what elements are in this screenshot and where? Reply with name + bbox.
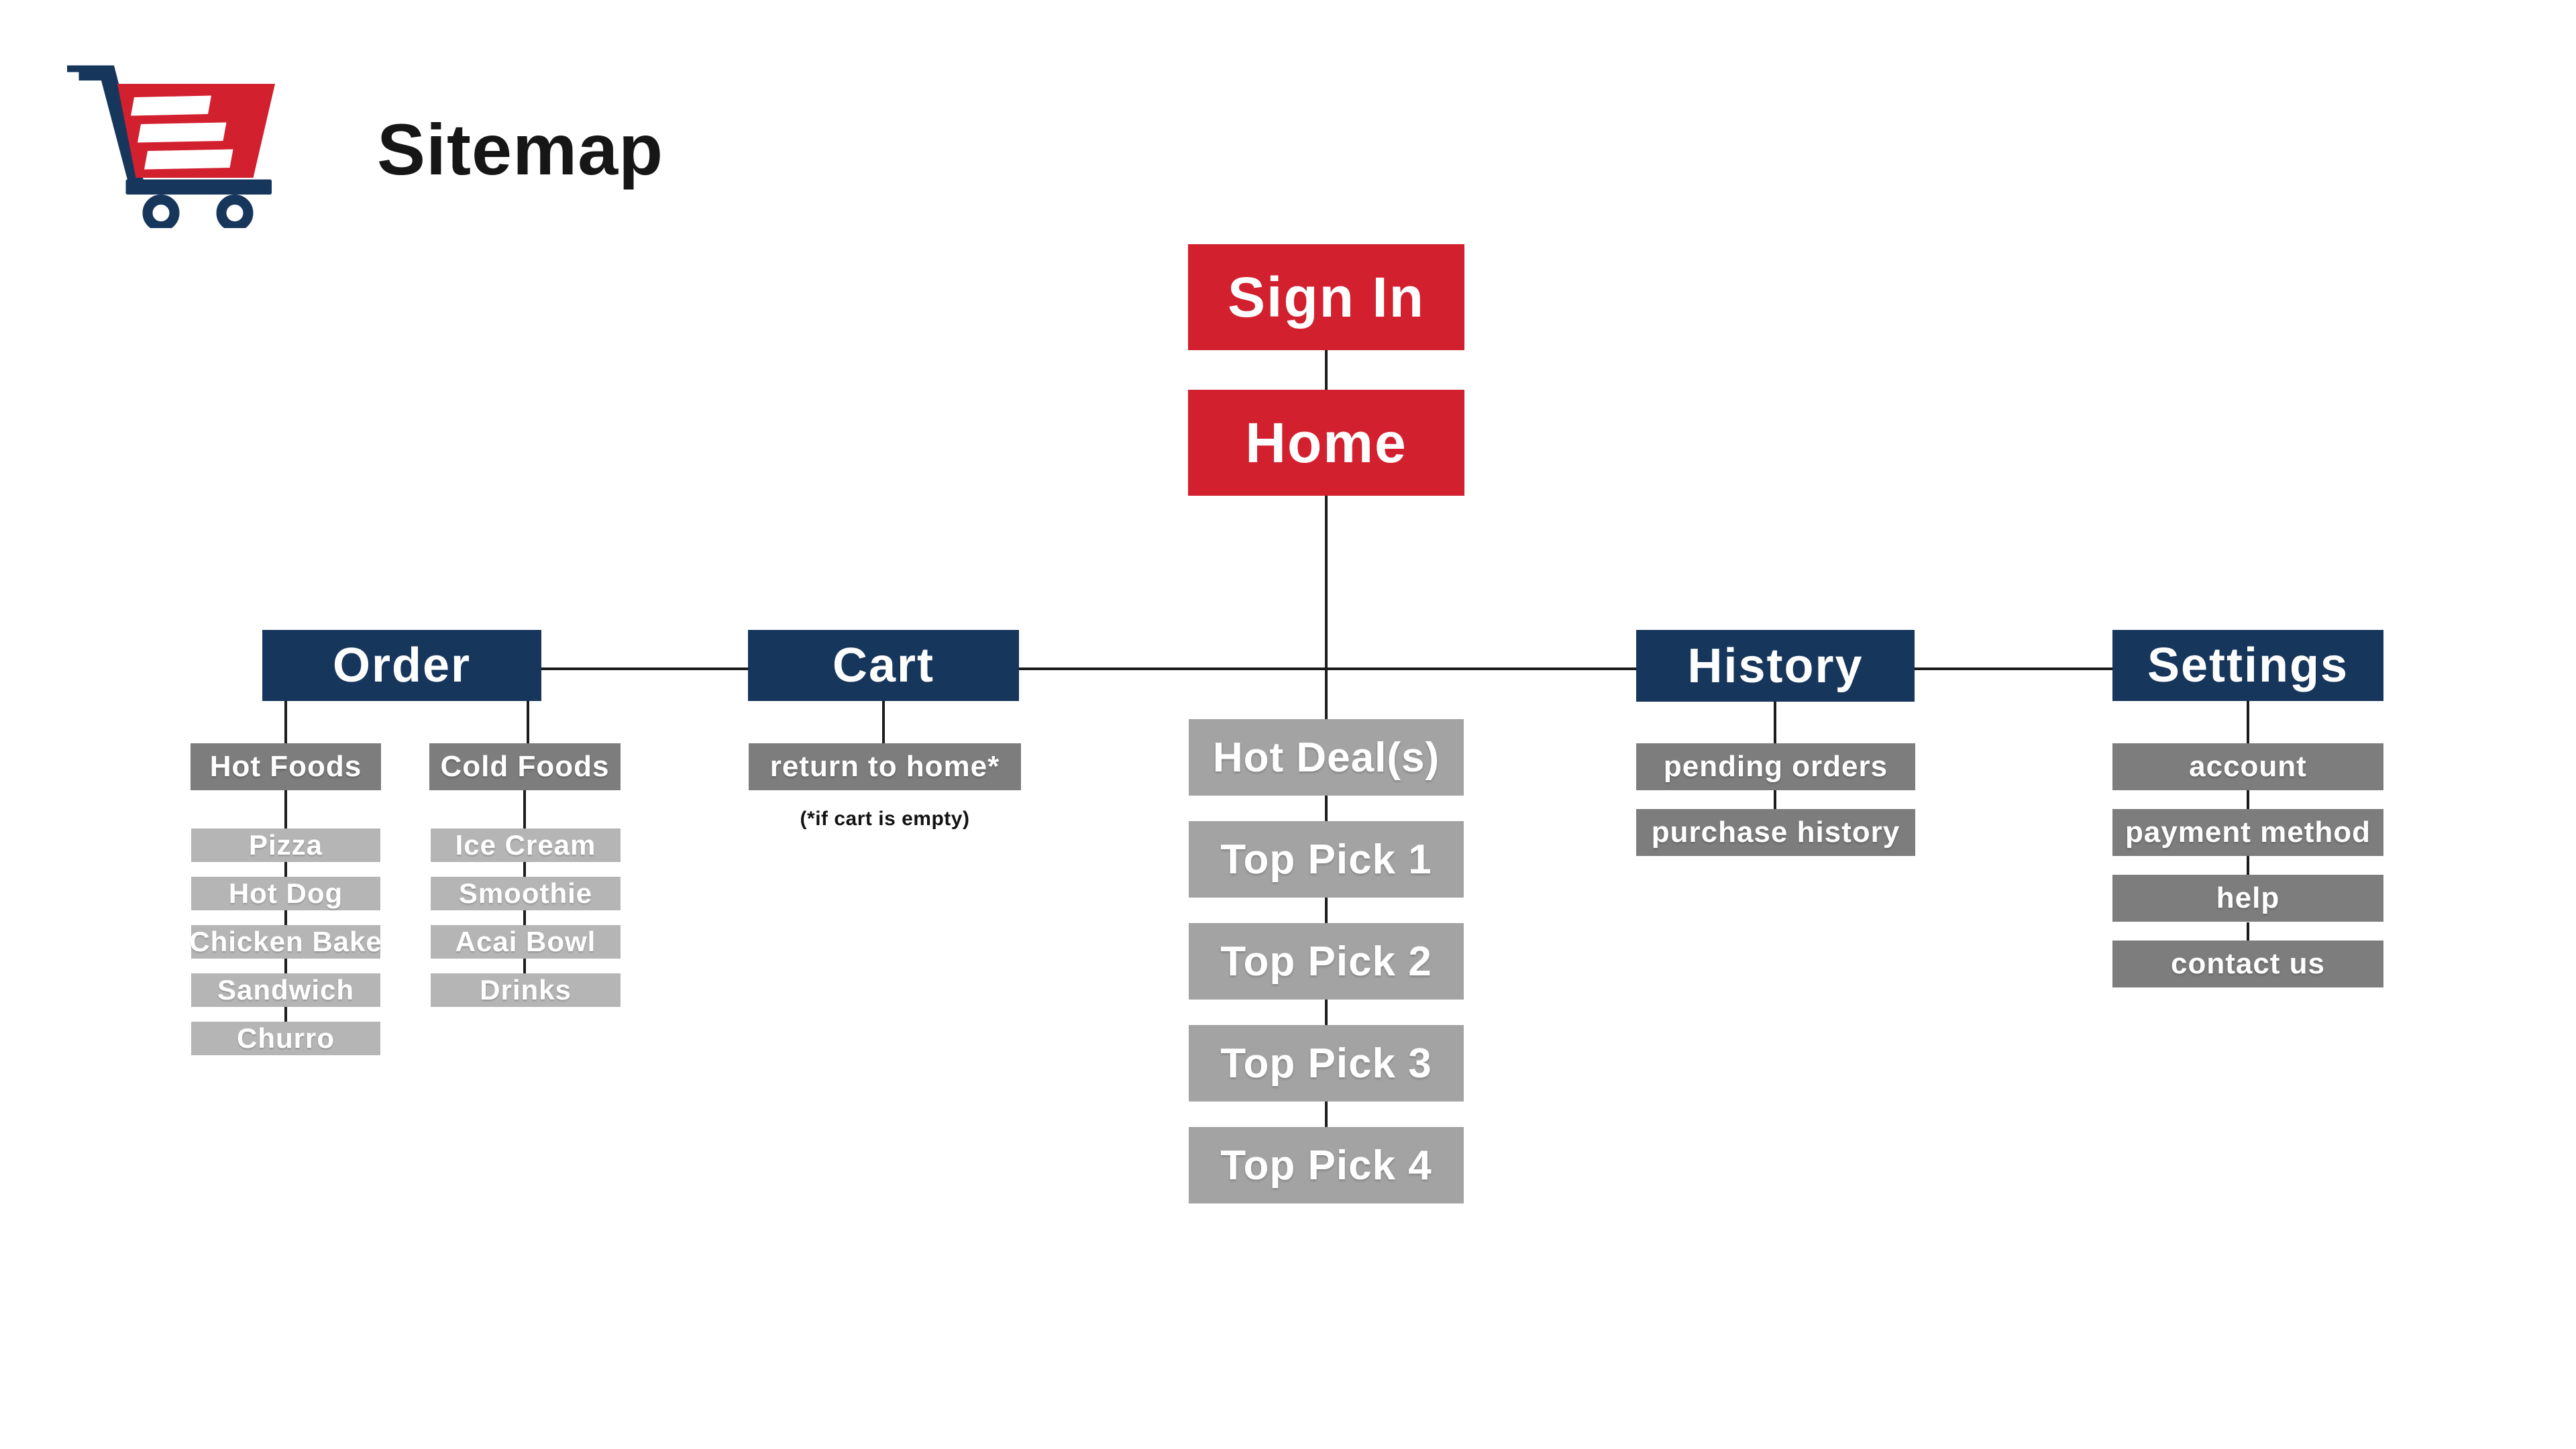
connector-line xyxy=(523,959,526,973)
node-account: account xyxy=(2112,743,2383,790)
connector-line xyxy=(2247,701,2249,743)
connector-line xyxy=(541,667,748,670)
connector-line xyxy=(1019,667,1636,670)
connector-line xyxy=(523,910,526,925)
connector-line xyxy=(1774,702,1776,743)
connector-line xyxy=(2247,790,2249,809)
node-churro: Churro xyxy=(191,1022,380,1055)
cart-icon xyxy=(67,65,275,228)
node-pending-orders: pending orders xyxy=(1636,743,1915,790)
connector-line xyxy=(284,959,287,973)
node-acai-bowl: Acai Bowl xyxy=(431,925,621,959)
node-return-to-home: return to home* xyxy=(749,743,1021,790)
node-chicken-bake: Chicken Bake xyxy=(189,925,382,959)
node-smoothie: Smoothie xyxy=(431,877,621,910)
connector-line xyxy=(1325,350,1328,390)
node-settings: Settings xyxy=(2112,630,2383,701)
connector-line xyxy=(523,790,526,828)
connector-line xyxy=(1325,1102,1328,1127)
node-pizza: Pizza xyxy=(191,828,380,862)
connector-line xyxy=(1325,796,1328,821)
connector-line xyxy=(523,862,526,877)
node-order: Order xyxy=(262,630,541,701)
node-ice-cream: Ice Cream xyxy=(431,828,621,862)
node-history: History xyxy=(1636,630,1915,702)
node-cart: Cart xyxy=(748,630,1019,701)
connector-line xyxy=(284,701,287,744)
node-sandwich: Sandwich xyxy=(191,973,380,1007)
page-title: Sitemap xyxy=(377,109,664,190)
connector-line xyxy=(1325,496,1328,719)
connector-line xyxy=(1325,1000,1328,1025)
connector-line xyxy=(284,862,287,877)
node-contact-us: contact us xyxy=(2112,941,2383,987)
node-drinks: Drinks xyxy=(431,973,621,1007)
node-top-pick-2: Top Pick 2 xyxy=(1189,923,1464,1000)
connector-line xyxy=(2247,922,2249,941)
connector-line xyxy=(1774,790,1776,809)
connector-line xyxy=(284,790,287,828)
node-purchase-history: purchase history xyxy=(1636,809,1915,856)
node-payment-method: payment method xyxy=(2112,809,2383,856)
node-help: help xyxy=(2112,875,2383,922)
cart-empty-note: (*if cart is empty) xyxy=(800,808,970,830)
node-top-pick-3: Top Pick 3 xyxy=(1189,1025,1464,1102)
node-cold-foods: Cold Foods xyxy=(429,743,621,790)
connector-line xyxy=(284,1007,287,1022)
node-hot-deals: Hot Deal(s) xyxy=(1189,719,1464,796)
connector-line xyxy=(284,910,287,925)
node-sign-in: Sign In xyxy=(1188,244,1464,350)
connector-line xyxy=(882,701,885,743)
connector-line xyxy=(2247,856,2249,875)
node-hot-foods: Hot Foods xyxy=(191,743,381,790)
node-top-pick-1: Top Pick 1 xyxy=(1189,821,1464,898)
connector-line xyxy=(1325,898,1328,923)
connector-line xyxy=(527,701,529,744)
connector-line xyxy=(1915,667,2112,670)
node-home: Home xyxy=(1188,390,1464,496)
node-hot-dog: Hot Dog xyxy=(191,877,380,910)
node-top-pick-4: Top Pick 4 xyxy=(1189,1127,1464,1203)
cart-logo xyxy=(67,65,275,228)
